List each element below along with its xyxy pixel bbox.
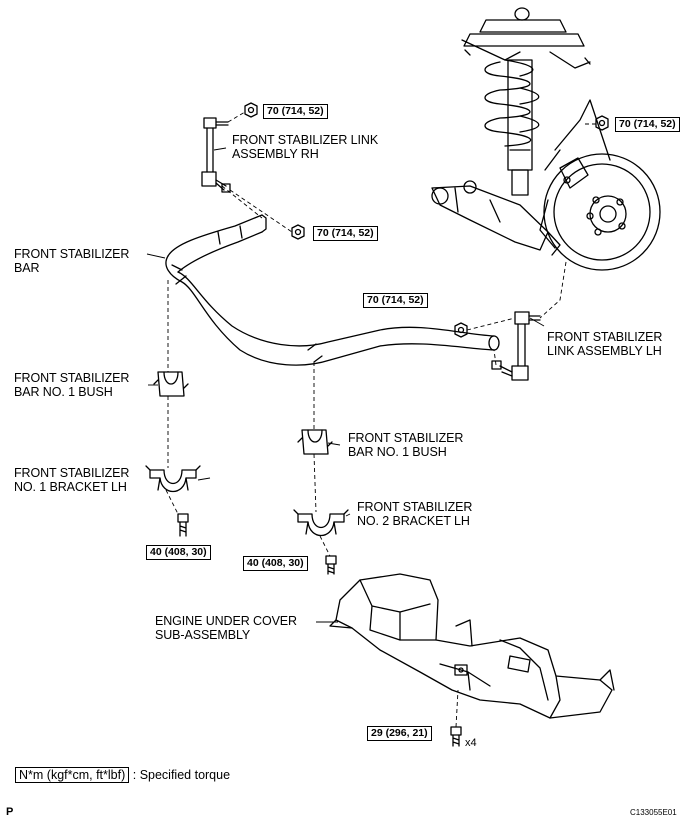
bolt-under-cover (450, 726, 462, 747)
bolt-bracket-no2 (325, 555, 337, 575)
label-link-rh-line2: ASSEMBLY RH (232, 147, 319, 161)
label-bush-right: FRONT STABILIZER BAR NO. 1 BUSH (348, 431, 463, 459)
torque-legend: N*m (kgf*cm, ft*lbf) : Specified torque (15, 767, 231, 783)
bracket-lh (145, 465, 201, 493)
label-link-assembly-lh: FRONT STABILIZER LINK ASSEMBLY LH (547, 330, 662, 358)
label-bracket-no2: FRONT STABILIZER NO. 2 BRACKET LH (357, 500, 472, 528)
torque-bracket-no2-bolt: 40 (408, 30) (243, 556, 308, 571)
bracket-no2 (293, 509, 349, 537)
label-bush-right-line2: BAR NO. 1 BUSH (348, 445, 447, 459)
label-link-rh-line1: FRONT STABILIZER LINK (232, 133, 379, 147)
nut-link-rh-top (244, 102, 258, 118)
label-bar-line2: BAR (14, 261, 40, 275)
torque-knuckle: 70 (714, 52) (615, 117, 680, 132)
legend-unit-box: N*m (kgf*cm, ft*lbf) (15, 767, 130, 783)
bush-left (153, 371, 189, 397)
bush-right (297, 429, 333, 455)
corner-mark: P (6, 806, 14, 818)
label-bush-left: FRONT STABILIZER BAR NO. 1 BUSH (14, 371, 129, 399)
label-bracket-lh: FRONT STABILIZER NO. 1 BRACKET LH (14, 466, 129, 494)
torque-under-cover-bolt: 29 (296, 21) (367, 726, 432, 741)
label-bracket-lh-line2: NO. 1 BRACKET LH (14, 480, 127, 494)
torque-link-rh-bottom: 70 (714, 52) (313, 226, 378, 241)
label-stabilizer-bar: FRONT STABILIZER BAR (14, 247, 129, 275)
label-under-cover-line2: SUB-ASSEMBLY (155, 628, 251, 642)
label-bush-left-line1: FRONT STABILIZER (14, 371, 130, 385)
link-assembly-rh (201, 117, 231, 193)
stabilizer-bar (165, 214, 500, 366)
label-link-assembly-rh: FRONT STABILIZER LINK ASSEMBLY RH (232, 133, 378, 161)
nut-link-lh (454, 322, 468, 338)
label-under-cover-line1: ENGINE UNDER COVER (155, 614, 297, 628)
label-link-lh-line2: LINK ASSEMBLY LH (547, 344, 662, 358)
torque-link-lh: 70 (714, 52) (363, 293, 428, 308)
torque-bracket-lh-bolt: 40 (408, 30) (146, 545, 211, 560)
label-bush-right-line1: FRONT STABILIZER (348, 431, 464, 445)
label-bar-line1: FRONT STABILIZER (14, 247, 130, 261)
nut-knuckle (595, 115, 609, 131)
engine-under-cover (329, 573, 615, 719)
nut-link-rh-bottom (291, 224, 305, 240)
label-link-lh-line1: FRONT STABILIZER (547, 330, 663, 344)
figure-code: C133055E01 (630, 808, 677, 817)
legend-text: : Specified torque (132, 768, 231, 782)
bolt-count: x4 (465, 737, 477, 749)
suspension-assembly (431, 7, 661, 271)
label-bracket-no2-line2: NO. 2 BRACKET LH (357, 514, 470, 528)
label-bracket-no2-line1: FRONT STABILIZER (357, 500, 473, 514)
torque-link-rh-top: 70 (714, 52) (263, 104, 328, 119)
label-bush-left-line2: BAR NO. 1 BUSH (14, 385, 113, 399)
label-engine-under-cover: ENGINE UNDER COVER SUB-ASSEMBLY (155, 614, 297, 642)
bolt-bracket-lh (177, 513, 189, 537)
label-bracket-lh-line1: FRONT STABILIZER (14, 466, 130, 480)
